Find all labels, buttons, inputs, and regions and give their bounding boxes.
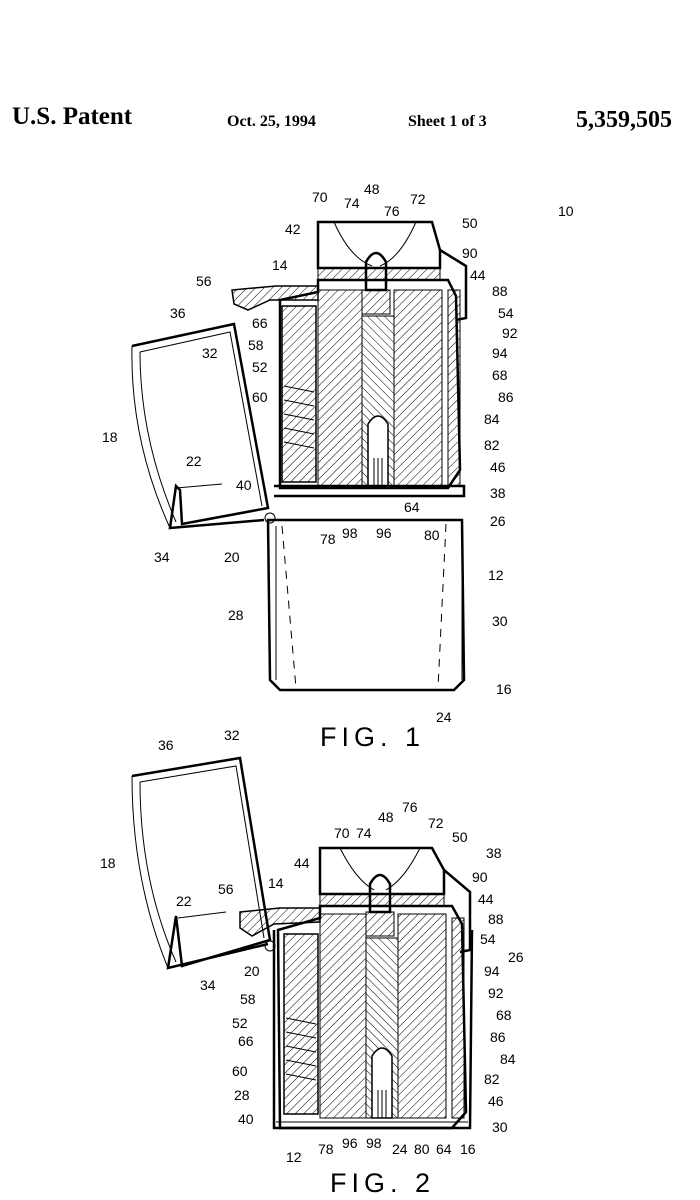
ref-label: 96: [376, 525, 392, 541]
ref-label: 88: [492, 283, 508, 299]
ref-label: 86: [490, 1029, 506, 1045]
ref-label: 12: [488, 567, 504, 583]
ref-label: 68: [492, 367, 508, 383]
ref-label: 66: [252, 315, 268, 331]
figure-2-reference-numerals: 36 32 48 76 70 74 72 50 38 18 44 14 90 5…: [100, 727, 524, 1198]
ref-label: 82: [484, 1071, 500, 1087]
ref-label: 14: [268, 875, 284, 891]
ref-label: 20: [244, 963, 260, 979]
ref-label: 28: [228, 607, 244, 623]
ref-label: 78: [318, 1141, 334, 1157]
ref-label: 38: [486, 845, 502, 861]
ref-label: 64: [436, 1141, 452, 1157]
ref-label: 94: [484, 963, 500, 979]
ref-label: 70: [334, 825, 350, 841]
ref-label: 74: [356, 825, 372, 841]
figure-1-label: FIG. 1: [320, 722, 425, 752]
ref-label: 26: [508, 949, 524, 965]
ref-label: 34: [200, 977, 216, 993]
sheet-number: Sheet 1 of 3: [408, 113, 487, 130]
ref-label: 48: [364, 181, 380, 197]
ref-label: 36: [158, 737, 174, 753]
ref-label: 72: [428, 815, 444, 831]
ref-label: 76: [402, 799, 418, 815]
ref-label: 24: [392, 1141, 408, 1157]
ref-label: 86: [498, 389, 514, 405]
ref-label: 84: [484, 411, 500, 427]
ref-label: 52: [252, 359, 268, 375]
ref-label: 24: [436, 709, 452, 725]
ref-label: 22: [176, 893, 192, 909]
ref-label: 26: [490, 513, 506, 529]
ref-label: 54: [480, 931, 496, 947]
ref-label: 92: [502, 325, 518, 341]
ref-label: 74: [344, 195, 360, 211]
ref-label: 44: [478, 891, 494, 907]
ref-label: 58: [248, 337, 264, 353]
ref-label: 92: [488, 985, 504, 1001]
ref-label: 68: [496, 1007, 512, 1023]
ref-label: 12: [286, 1149, 302, 1165]
patent-header: U.S. Patent Oct. 25, 1994 Sheet 1 of 3 5…: [0, 0, 700, 160]
ref-label: 22: [186, 453, 202, 469]
ref-label: 32: [224, 727, 240, 743]
ref-label: 46: [488, 1093, 504, 1109]
ref-label: 84: [500, 1051, 516, 1067]
ref-label: 90: [472, 869, 488, 885]
ref-label: 90: [462, 245, 478, 261]
ref-label: 42: [285, 221, 301, 237]
ref-label: 30: [492, 613, 508, 629]
ref-label: 70: [312, 189, 328, 205]
ref-label: 54: [498, 305, 514, 321]
ref-label: 66: [238, 1033, 254, 1049]
figure-1-drawing: [131, 220, 468, 692]
ref-label: 56: [218, 881, 234, 897]
ref-label: 16: [460, 1141, 476, 1157]
ref-label: 14: [272, 257, 288, 273]
patent-number: 5,359,505: [576, 107, 672, 133]
ref-label: 18: [100, 855, 116, 871]
figure-2-label: FIG. 2: [330, 1168, 435, 1198]
ref-label: 34: [154, 549, 170, 565]
ref-label: 40: [238, 1111, 254, 1127]
ref-label: 82: [484, 437, 500, 453]
ref-label: 52: [232, 1015, 248, 1031]
ref-label: 38: [490, 485, 506, 501]
ref-label: 78: [320, 531, 336, 547]
ref-label: 96: [342, 1135, 358, 1151]
ref-label: 44: [294, 855, 310, 871]
ref-label: 44: [470, 267, 486, 283]
patent-label: U.S. Patent: [12, 103, 133, 130]
ref-label: 80: [424, 527, 440, 543]
ref-label: 46: [490, 459, 506, 475]
ref-label: 30: [492, 1119, 508, 1135]
ref-label: 80: [414, 1141, 430, 1157]
figure-1-reference-numerals: 10 70 74 48 76 72 50 42 90 14 44 56 88 5…: [102, 181, 574, 752]
ref-label: 94: [492, 345, 508, 361]
ref-label: 50: [452, 829, 468, 845]
ref-label: 98: [366, 1135, 382, 1151]
ref-label: 28: [234, 1087, 250, 1103]
patent-date: Oct. 25, 1994: [227, 113, 316, 130]
ref-label: 48: [378, 809, 394, 825]
ref-label: 64: [404, 499, 420, 515]
ref-label: 10: [558, 203, 574, 219]
figure-2-drawing: [131, 756, 474, 1130]
ref-label: 56: [196, 273, 212, 289]
ref-label: 60: [252, 389, 268, 405]
ref-label: 50: [462, 215, 478, 231]
ref-label: 76: [384, 203, 400, 219]
ref-label: 88: [488, 911, 504, 927]
ref-label: 60: [232, 1063, 248, 1079]
ref-label: 36: [170, 305, 186, 321]
ref-label: 32: [202, 345, 218, 361]
ref-label: 98: [342, 525, 358, 541]
ref-label: 40: [236, 477, 252, 493]
ref-label: 58: [240, 991, 256, 1007]
ref-label: 16: [496, 681, 512, 697]
ref-label: 20: [224, 549, 240, 565]
ref-label: 72: [410, 191, 426, 207]
ref-label: 18: [102, 429, 118, 445]
